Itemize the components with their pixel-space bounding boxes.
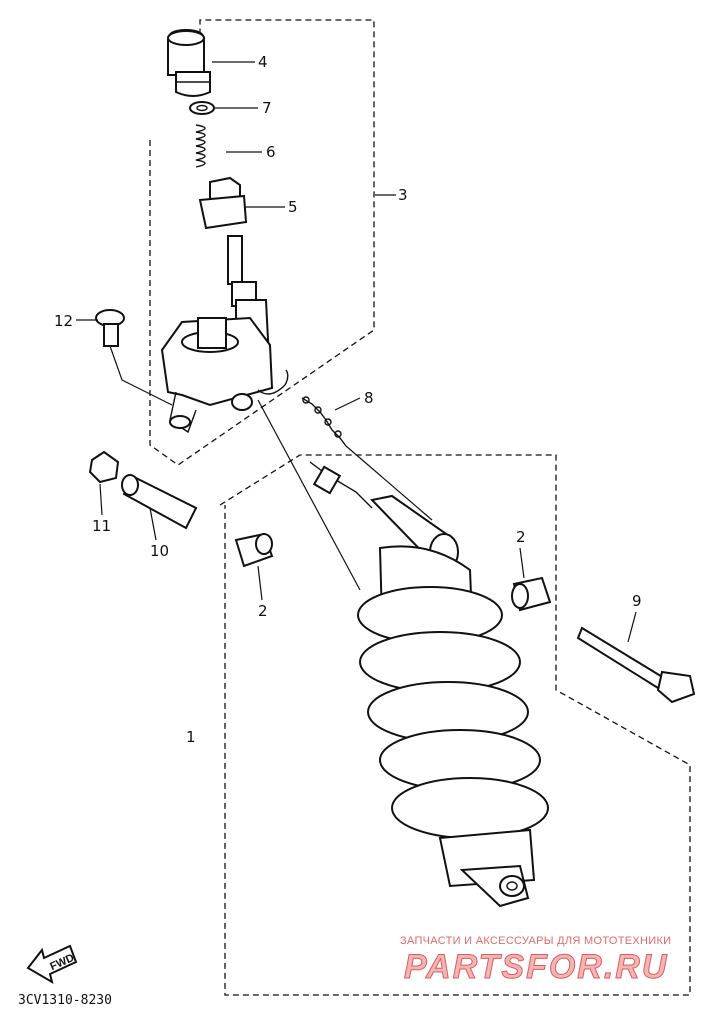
callout-4: 4 xyxy=(258,53,268,71)
part-10-collar xyxy=(121,474,198,530)
leader-chain-to-shock xyxy=(345,445,433,521)
callout-9: 9 xyxy=(632,592,642,610)
part-7-washer xyxy=(189,101,215,115)
part-11-fitting xyxy=(88,450,120,484)
callout-5: 5 xyxy=(288,198,298,216)
part-2-bushing-right xyxy=(511,576,552,612)
callout-11: 11 xyxy=(92,517,111,535)
part-4-cap xyxy=(167,28,211,97)
callout-2-left: 2 xyxy=(258,602,268,620)
callout-12: 12 xyxy=(54,312,73,330)
callout-8: 8 xyxy=(364,389,374,407)
part-code: 3CV1310-8230 xyxy=(18,993,112,1008)
part-12-bolt xyxy=(95,309,173,406)
callout-10: 10 xyxy=(150,542,169,560)
callout-3: 3 xyxy=(398,186,408,204)
leader-adjuster-to-shock xyxy=(257,399,361,591)
callout-2-right: 2 xyxy=(516,528,526,546)
part-9-bolt xyxy=(576,626,696,704)
callout-6: 6 xyxy=(266,143,276,161)
part-8-chain xyxy=(301,396,347,447)
watermark-logo: PARTSFOR.RU xyxy=(404,948,668,986)
watermark-caption: ЗАПЧАСТИ И АКСЕССУАРЫ ДЛЯ МОТОТЕХНИКИ xyxy=(400,935,671,947)
callout-1: 1 xyxy=(186,728,196,746)
assembly-3-boundary xyxy=(149,19,375,466)
callout-7: 7 xyxy=(262,99,272,117)
part-3-adjuster-body xyxy=(160,235,289,434)
part-6-spring xyxy=(195,124,206,168)
assembly-1-boundary xyxy=(219,454,691,996)
part-1-shock-absorber xyxy=(309,461,549,908)
part-2-bushing-left xyxy=(234,532,274,568)
part-5-nut xyxy=(198,176,248,230)
fwd-arrow-icon: FWD xyxy=(26,944,78,985)
